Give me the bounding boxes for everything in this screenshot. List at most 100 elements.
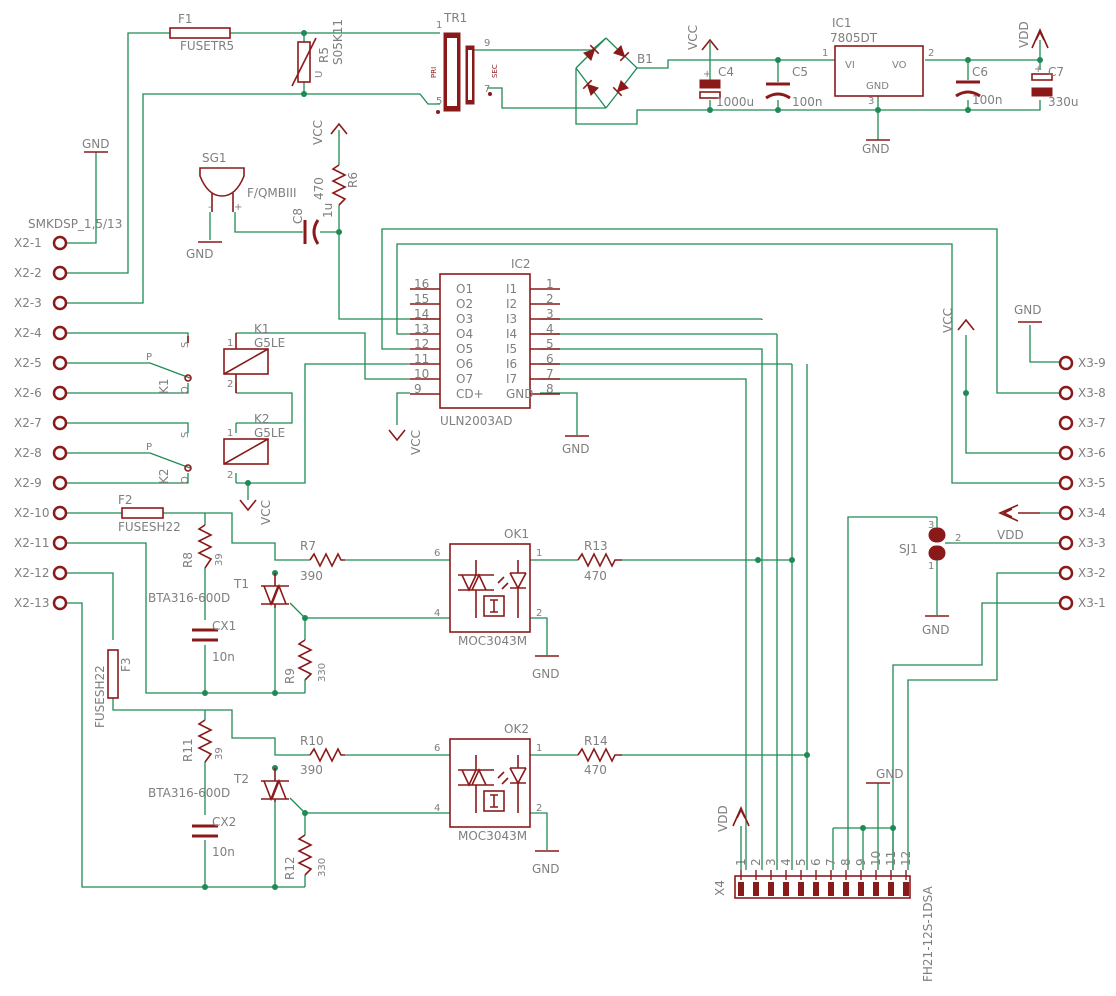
c8-name: C8 xyxy=(291,208,305,224)
x2-pin-label: X2-13 xyxy=(14,596,49,610)
r9-name: R9 xyxy=(283,668,297,684)
ic2-value: ULN2003AD xyxy=(440,414,512,428)
r6-name: R6 xyxy=(346,172,360,188)
tr1-name: TR1 xyxy=(443,11,467,25)
junctions xyxy=(202,30,1043,890)
ic1-p2: 2 xyxy=(928,48,934,59)
ok2-value: MOC3043M xyxy=(458,829,527,843)
x4-pin-number: 4 xyxy=(779,858,793,866)
triac-t2: T2 BTA316-600D xyxy=(148,768,289,802)
k1-name: K1 xyxy=(254,322,270,336)
b1-name: B1 xyxy=(637,52,653,66)
x2-pin-label: X2-9 xyxy=(14,476,42,490)
gnd-label-sg1: GND xyxy=(186,247,214,261)
vcc-label-top: VCC xyxy=(686,25,700,50)
ic2-pin-name: O2 xyxy=(456,297,473,311)
t1-value: BTA316-600D xyxy=(148,591,230,605)
f2-value: FUSESH22 xyxy=(118,520,181,534)
x4-pin-contact xyxy=(843,882,849,896)
ic1-p3: 3 xyxy=(868,96,874,107)
fuse-f1: F1 FUSETR5 xyxy=(169,12,234,53)
vdd-symbol-top: VDD xyxy=(1017,21,1049,49)
ic2-pin-number: 8 xyxy=(546,382,554,396)
ic2-pin-number: 6 xyxy=(546,352,554,366)
k1-name-contact: K1 xyxy=(157,378,171,394)
gnd-ok1: GND xyxy=(532,655,560,681)
k2-value: G5LE xyxy=(254,426,285,440)
ic2-pin-name: O3 xyxy=(456,312,473,326)
r8-value: 39 xyxy=(214,553,225,566)
ic2-pin-number: 1 xyxy=(546,277,554,291)
resistor-r7: R7 390 xyxy=(300,539,345,583)
capacitor-c8: C8 1u xyxy=(291,203,335,245)
ic2-pin-name: O1 xyxy=(456,282,473,296)
ic2-pin-name: I7 xyxy=(506,372,517,386)
ic2-pin-name: I4 xyxy=(506,327,517,341)
sg1-name: SG1 xyxy=(202,151,227,165)
ic2-pin-number: 12 xyxy=(414,337,429,351)
resistor-r11: R11 39 xyxy=(181,719,225,763)
gnd-label-ok1: GND xyxy=(532,667,560,681)
ic2-pin-name: I1 xyxy=(506,282,517,296)
ic1-gnd: GND xyxy=(866,81,889,92)
optocoupler-ok2: OK2 6 4 1 2 MOC3043M xyxy=(434,722,542,843)
x3-pin-label: X3-4 xyxy=(1078,506,1106,520)
gnd-x4: GND xyxy=(866,767,904,784)
r11-value: 39 xyxy=(214,747,225,760)
ic1-vi: VI xyxy=(845,60,855,71)
fuse-f2: F2 FUSESH22 xyxy=(118,493,181,534)
vcc-label-relays: VCC xyxy=(259,500,273,525)
k2-contact-s: S xyxy=(180,432,191,438)
r10-value: 390 xyxy=(300,763,323,777)
x3-connector: X3-9X3-8X3-7X3-6X3-5X3-4X3-3X3-2X3-1 xyxy=(1058,355,1106,611)
ic2-pin-name: O4 xyxy=(456,327,473,341)
ic2-pin-number: 11 xyxy=(414,352,429,366)
x2-pin-label: X2-8 xyxy=(14,446,42,460)
x3-pin-label: X3-5 xyxy=(1078,476,1106,490)
x2-pin-label: X2-11 xyxy=(14,536,49,550)
ic2-pin-name: O5 xyxy=(456,342,473,356)
c4-value: 1000u xyxy=(716,95,754,109)
c6-name: C6 xyxy=(972,65,988,79)
gnd-label-ok2: GND xyxy=(532,862,560,876)
gnd-label-x4: GND xyxy=(876,767,904,781)
optocoupler-ok1: OK1 6 4 1 2 MOC3043M xyxy=(434,527,542,648)
vcc-symbol-r6: VCC xyxy=(311,120,348,145)
k1-p1: 1 xyxy=(227,338,233,349)
c4-name: C4 xyxy=(718,65,734,79)
ic2-pin-number: 14 xyxy=(414,307,429,321)
r13-value: 470 xyxy=(584,569,607,583)
x3-pin-label: X3-9 xyxy=(1078,356,1106,370)
resistor-r10: R10 390 xyxy=(300,734,345,777)
x2-terminal xyxy=(52,265,68,281)
x2-pin-label: X2-12 xyxy=(14,566,49,580)
x3-pin-label: X3-7 xyxy=(1078,416,1106,430)
x4-pin-number: 8 xyxy=(839,858,853,866)
gnd-label-sj1: GND xyxy=(922,623,950,637)
vdd-label-top: VDD xyxy=(1017,21,1031,48)
r13-name: R13 xyxy=(584,539,608,553)
ok2-name: OK2 xyxy=(504,722,529,736)
f1-name: F1 xyxy=(178,12,193,26)
sj1-p1: 1 xyxy=(928,561,934,572)
sj1-p2: 2 xyxy=(955,533,961,544)
k2-name: K2 xyxy=(254,412,270,426)
gnd-sg1: GND xyxy=(186,241,222,261)
r5-value: S05K11 xyxy=(331,19,345,65)
x2-pin-label: X2-6 xyxy=(14,386,42,400)
solder-jumper-sj1: SJ1 3 2 1 VDD xyxy=(899,517,1024,572)
tr1-pri: PRI xyxy=(430,67,438,78)
gnd-x3: GND xyxy=(1014,303,1042,323)
x3-terminal xyxy=(1058,505,1074,521)
vcc-symbol-top: VCC xyxy=(686,25,719,51)
r12-value: 330 xyxy=(317,858,328,877)
x2-terminal xyxy=(52,445,68,461)
tr1-p1: 1 xyxy=(436,20,442,31)
varistor-r5: U R5 S05K11 xyxy=(291,19,345,87)
triac-t1: T1 BTA316-600D xyxy=(148,573,289,608)
vcc-label-r6: VCC xyxy=(311,120,325,145)
c6-value: 100n xyxy=(972,93,1003,107)
x3-terminal xyxy=(1058,535,1074,551)
x2-pin-label: X2-1 xyxy=(14,236,42,250)
